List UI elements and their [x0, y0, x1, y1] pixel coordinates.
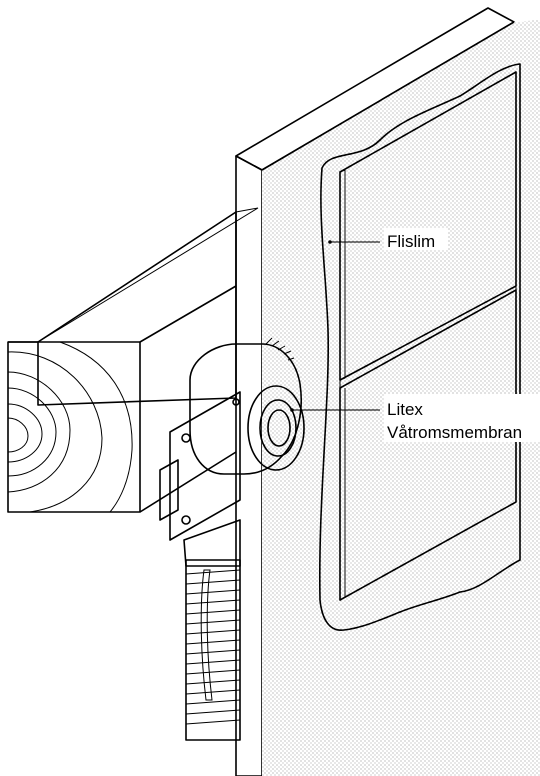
wall-outlet-fitting [189, 337, 305, 475]
label-tile-adhesive: Flislim [387, 232, 435, 251]
mounting-bracket [159, 391, 241, 541]
wood-grain-rings [7, 341, 133, 513]
tile-adhesive-band [318, 63, 521, 631]
sealing-collar-marks [265, 337, 295, 361]
label-membrane-line1: Litex [387, 400, 423, 419]
wall-board [235, 7, 540, 776]
label-membrane-line2: Våtromsmembran [387, 423, 522, 442]
tiles [339, 71, 517, 601]
leader-lines [290, 240, 380, 412]
wood-stud [7, 207, 259, 513]
flexible-pipe [183, 519, 241, 741]
